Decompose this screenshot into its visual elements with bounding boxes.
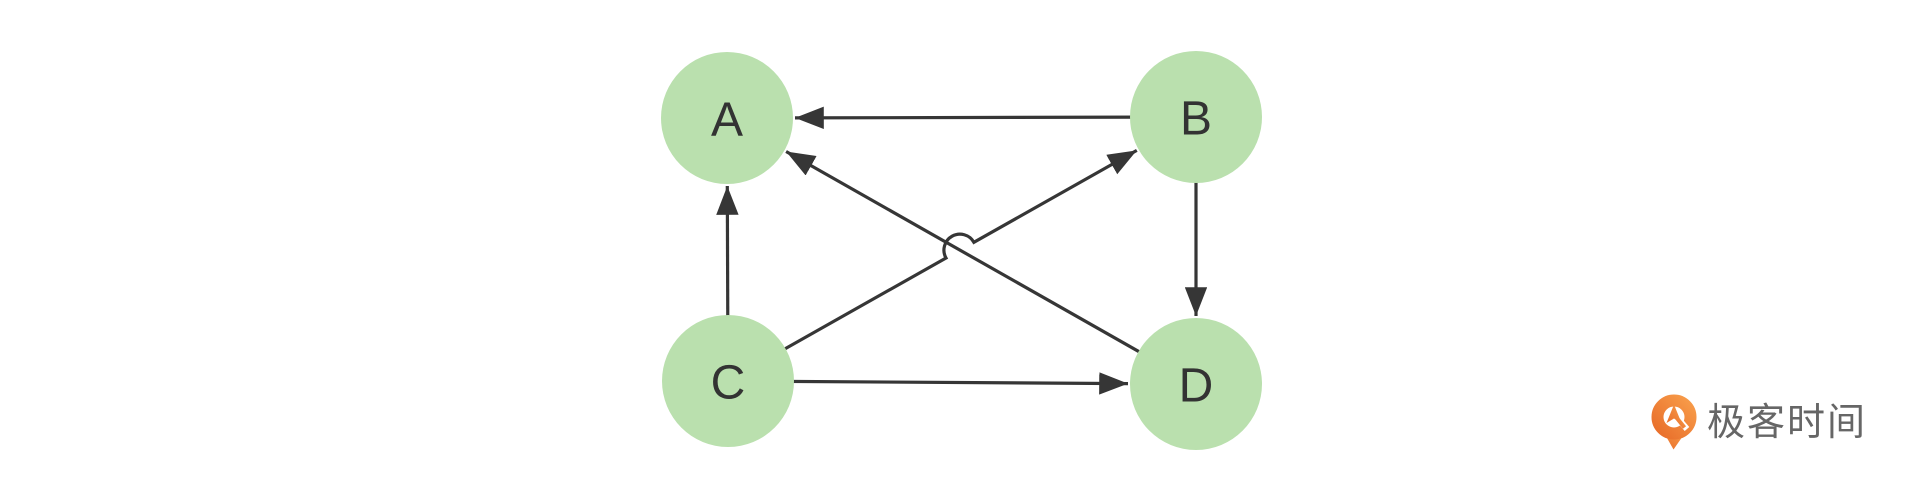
graph-node-A: A bbox=[661, 52, 793, 184]
logo-ring bbox=[1651, 394, 1697, 440]
edge-C-B bbox=[727, 149, 1138, 383]
graph-node-B: B bbox=[1130, 51, 1262, 183]
node-circle-B bbox=[1130, 51, 1262, 183]
logo-arrow-icon bbox=[1666, 404, 1682, 423]
node-circle-A bbox=[661, 52, 793, 184]
node-label-C: C bbox=[711, 357, 746, 410]
node-label-B: B bbox=[1180, 93, 1212, 146]
graph-node-C: C bbox=[662, 315, 794, 447]
geektime-logo-icon bbox=[1651, 394, 1697, 450]
node-circle-D bbox=[1130, 318, 1262, 450]
node-label-D: D bbox=[1179, 360, 1214, 413]
edge-D-A bbox=[785, 150, 1197, 386]
node-circle-C bbox=[662, 315, 794, 447]
edge-B-A bbox=[794, 106, 1197, 130]
nodes-layer: A B C D bbox=[661, 51, 1262, 450]
graph-node-D: D bbox=[1130, 318, 1262, 450]
node-label-A: A bbox=[711, 94, 743, 147]
edges-layer bbox=[716, 106, 1208, 395]
geektime-logo-text: 极客时间 bbox=[1707, 401, 1868, 444]
edge-C-D bbox=[727, 372, 1129, 395]
geektime-logo: 极客时间 bbox=[1650, 394, 1867, 451]
